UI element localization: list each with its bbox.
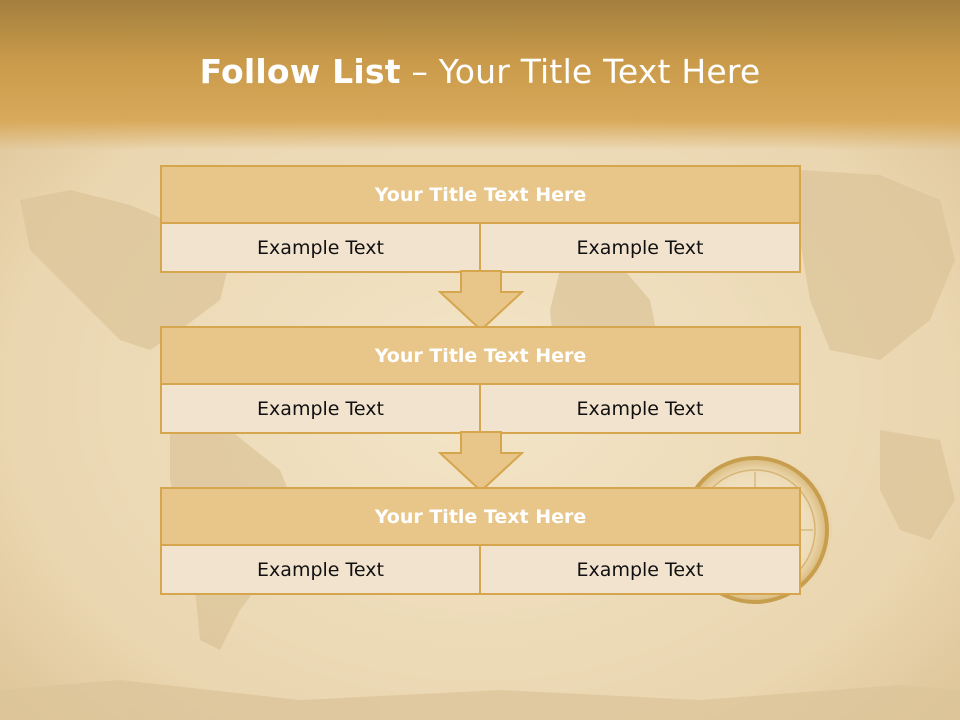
- block-cell-right[interactable]: Example Text: [479, 544, 801, 595]
- slide-title: Follow List – Your Title Text Here: [0, 52, 960, 91]
- down-arrow-icon: [438, 270, 524, 332]
- slide-title-separator: –: [411, 52, 429, 91]
- title-band: [0, 0, 960, 150]
- block-cell-left[interactable]: Example Text: [160, 544, 481, 595]
- block-cell-left[interactable]: Example Text: [160, 383, 481, 434]
- block-cell-left[interactable]: Example Text: [160, 222, 481, 273]
- block-header[interactable]: Your Title Text Here: [160, 487, 801, 546]
- block-header[interactable]: Your Title Text Here: [160, 165, 801, 224]
- slide-title-rest: Your Title Text Here: [438, 52, 761, 91]
- slide-title-bold: Follow List: [199, 52, 401, 91]
- block-cell-right[interactable]: Example Text: [479, 222, 801, 273]
- down-arrow-icon: [438, 431, 524, 493]
- block-header[interactable]: Your Title Text Here: [160, 326, 801, 385]
- block-cell-right[interactable]: Example Text: [479, 383, 801, 434]
